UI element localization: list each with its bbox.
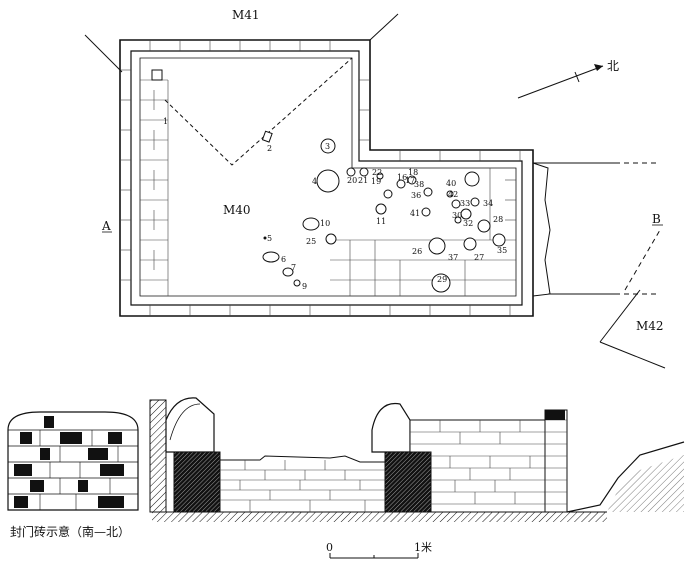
artifact-label-21: 21 [358, 176, 368, 185]
scale-bar-end-label: 1米 [414, 541, 432, 554]
plan-wall-bricks [120, 40, 521, 316]
artifact-label-16: 16 [397, 173, 407, 182]
artifact-label-4: 4 [312, 177, 317, 186]
section-right-arch [371, 402, 411, 453]
artifact-label-35: 35 [497, 246, 507, 255]
artifact-label-9: 9 [302, 282, 307, 291]
section-left-arch [165, 397, 215, 453]
section-ground-slope [566, 441, 685, 513]
tomb-label-m42: M42 [636, 319, 664, 333]
artifact-label-37: 37 [448, 253, 458, 262]
leader-line-m42-b [599, 341, 666, 369]
artifact-shape-34 [470, 197, 480, 207]
m40-east-door-blocking [532, 162, 551, 297]
artifact-shape-1 [151, 69, 163, 81]
artifact-shape-24 [383, 189, 393, 199]
artifact-label-7: 7 [291, 263, 296, 272]
scale-bar-start-label: 0 [326, 541, 333, 554]
m40-inner-wall [130, 50, 523, 306]
artifact-shape-40 [464, 171, 480, 187]
artifact-shape-38 [407, 175, 417, 185]
plan-floor-bricks [140, 79, 516, 296]
artifact-shape-21 [359, 167, 369, 177]
artifact-label-19: 19 [371, 177, 381, 186]
artifact-shape-25 [325, 233, 337, 245]
section-floor-hatch [152, 512, 607, 522]
artifact-shape-2 [261, 130, 273, 143]
artifact-label-28: 28 [493, 215, 503, 224]
artifact-label-26: 26 [412, 247, 422, 256]
artifact-shape-4 [316, 169, 340, 193]
artifact-label-29: 29 [437, 275, 447, 284]
artifact-label-34: 34 [483, 199, 493, 208]
artifact-shape-20 [346, 167, 356, 177]
artifact-shape-30 [454, 216, 462, 224]
artifact-shape-9 [293, 279, 301, 287]
artifact-label-5: 5 [267, 234, 272, 243]
artifact-label-38: 38 [414, 180, 424, 189]
artifact-shape-6 [262, 251, 280, 263]
artifact-shape-42 [446, 190, 454, 198]
section-marker-a: A [101, 219, 111, 233]
artifact-label-22: 22 [372, 168, 382, 177]
plan-view: A B M41 M40 M42 北 [84, 8, 666, 369]
leader-line-m42 [599, 289, 641, 343]
artifact-shape-39 [396, 179, 406, 189]
artifact-label-20: 20 [347, 176, 357, 185]
section-b-dashed [624, 229, 661, 291]
artifact-shape-32 [460, 208, 472, 220]
artifact-shape-36 [423, 187, 433, 197]
north-arrow: 北 [517, 59, 619, 99]
longitudinal-section [149, 397, 685, 522]
section-end-wall [544, 409, 568, 513]
artifact-label-3: 3 [325, 142, 330, 151]
artifact-label-10: 10 [320, 219, 330, 228]
artifact-shape-35 [492, 233, 506, 247]
artifact-label-33: 33 [460, 199, 470, 208]
scale-bar: 0 1米 [326, 541, 432, 559]
artifact-label-32: 32 [463, 219, 473, 228]
artifact-shape-26 [428, 237, 446, 255]
artifact-label-2: 2 [267, 144, 272, 153]
north-arrow-label: 北 [607, 59, 619, 73]
artifact-shape-33 [451, 199, 461, 209]
artifact-label-30: 30 [452, 211, 462, 220]
artifact-label-42: 42 [448, 190, 458, 199]
m41-overlap-dashed-line [164, 57, 353, 166]
artifact-labels: 1 2 3 4 5 6 7 9 10 25 11 20 21 22 19 18 … [163, 117, 507, 291]
section-right-blocking [384, 451, 432, 513]
artifact-shape-22 [376, 172, 384, 180]
artifact-label-18: 18 [408, 168, 418, 177]
section-marker-b: B [652, 212, 661, 226]
artifact-label-17: 17 [405, 176, 415, 185]
artifact-label-25: 25 [306, 237, 316, 246]
section-left-blocking [173, 451, 221, 513]
artifact-shape-3 [320, 138, 336, 154]
artifact-shape-28 [477, 219, 491, 233]
artifacts [151, 69, 506, 293]
artifact-label-40: 40 [446, 179, 456, 188]
artifact-shape-10 [302, 217, 320, 231]
artifact-label-11: 11 [376, 217, 386, 226]
artifact-label-41: 41 [410, 209, 420, 218]
leader-line-nw [84, 34, 123, 73]
artifact-shape-5 [263, 236, 267, 240]
section-left-earth [149, 399, 167, 513]
artifact-shape-41 [421, 207, 431, 217]
artifact-shape-27 [463, 237, 477, 251]
leader-line-ne [369, 13, 399, 41]
artifact-shape-11 [375, 203, 387, 215]
blocking-elevation-outline [7, 411, 139, 511]
blocking-brick-elevation: 封门砖示意（南—北） [7, 411, 139, 539]
artifact-label-27: 27 [474, 253, 484, 262]
tomb-label-m41: M41 [232, 8, 260, 22]
tomb-label-m40: M40 [223, 203, 251, 217]
artifact-label-6: 6 [281, 255, 286, 264]
artifact-shape-7 [282, 267, 294, 277]
artifact-shape-37 [431, 273, 451, 293]
artifact-label-1: 1 [163, 117, 168, 126]
artifact-label-36: 36 [411, 191, 421, 200]
blocking-elevation-caption: 封门砖示意（南—北） [10, 524, 130, 539]
